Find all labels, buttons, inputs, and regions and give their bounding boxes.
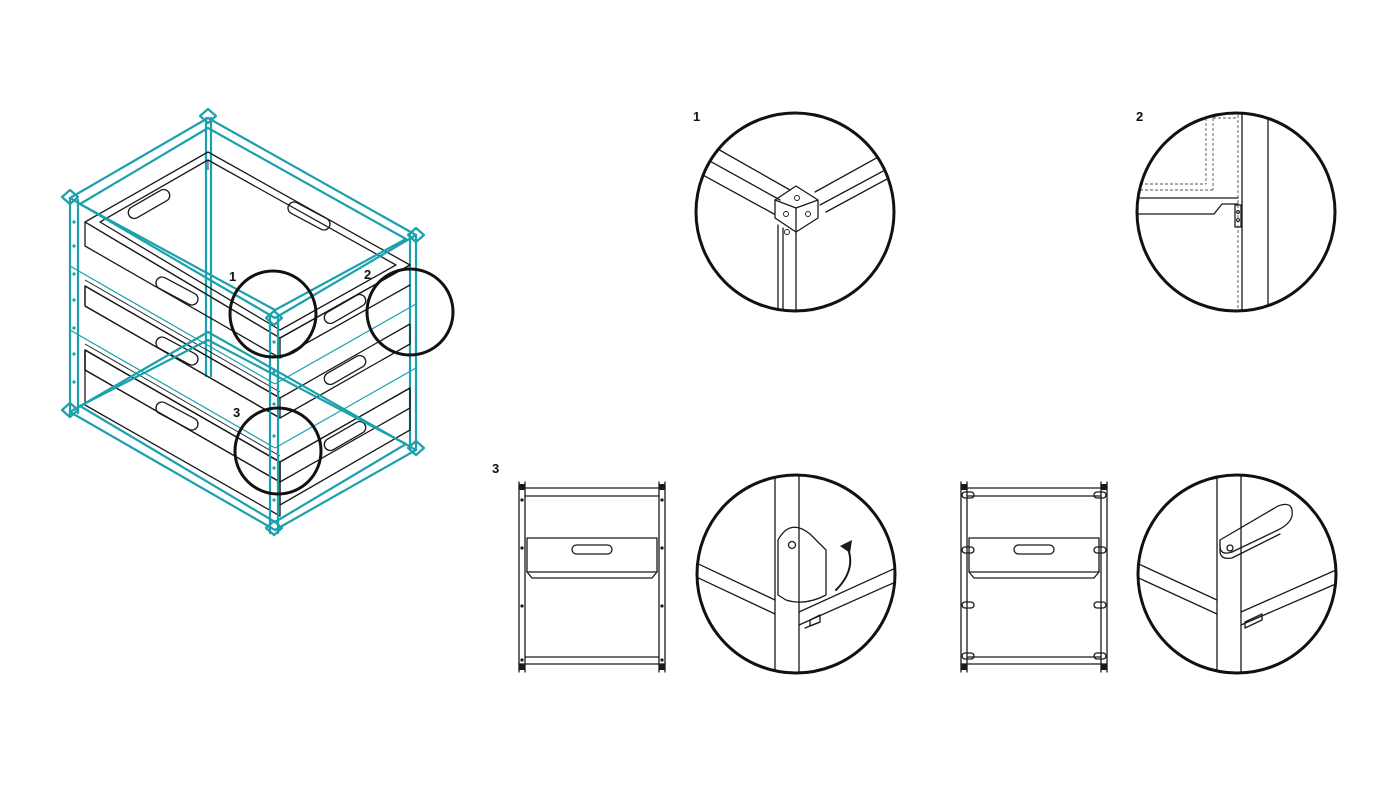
detail-latch-open <box>1136 473 1338 675</box>
callout-ring-1 <box>228 269 318 359</box>
callout-ring-2 <box>365 267 455 357</box>
callout-label-3: 3 <box>233 405 240 420</box>
callout-ring-3 <box>233 406 323 496</box>
callout-label-1: 1 <box>229 269 236 284</box>
detail-label-2: 2 <box>1136 109 1143 124</box>
callout-label-2: 2 <box>364 267 371 282</box>
front-view-latch-open <box>960 481 1108 673</box>
frame-front <box>60 107 426 537</box>
frame-holes <box>72 220 276 502</box>
detail-latch-rotate <box>695 473 897 675</box>
drawer-top <box>84 151 411 359</box>
isometric-drawer-unit: 1 2 3 <box>60 107 455 537</box>
detail-label-3: 3 <box>492 461 499 476</box>
detail-drawer-rail: 2 <box>1135 109 1337 313</box>
detail-label-1: 1 <box>693 109 700 124</box>
front-view-latch-closed: 3 <box>492 461 666 673</box>
drawer-bottom <box>84 343 411 517</box>
detail-corner-bracket: 1 <box>693 109 896 313</box>
